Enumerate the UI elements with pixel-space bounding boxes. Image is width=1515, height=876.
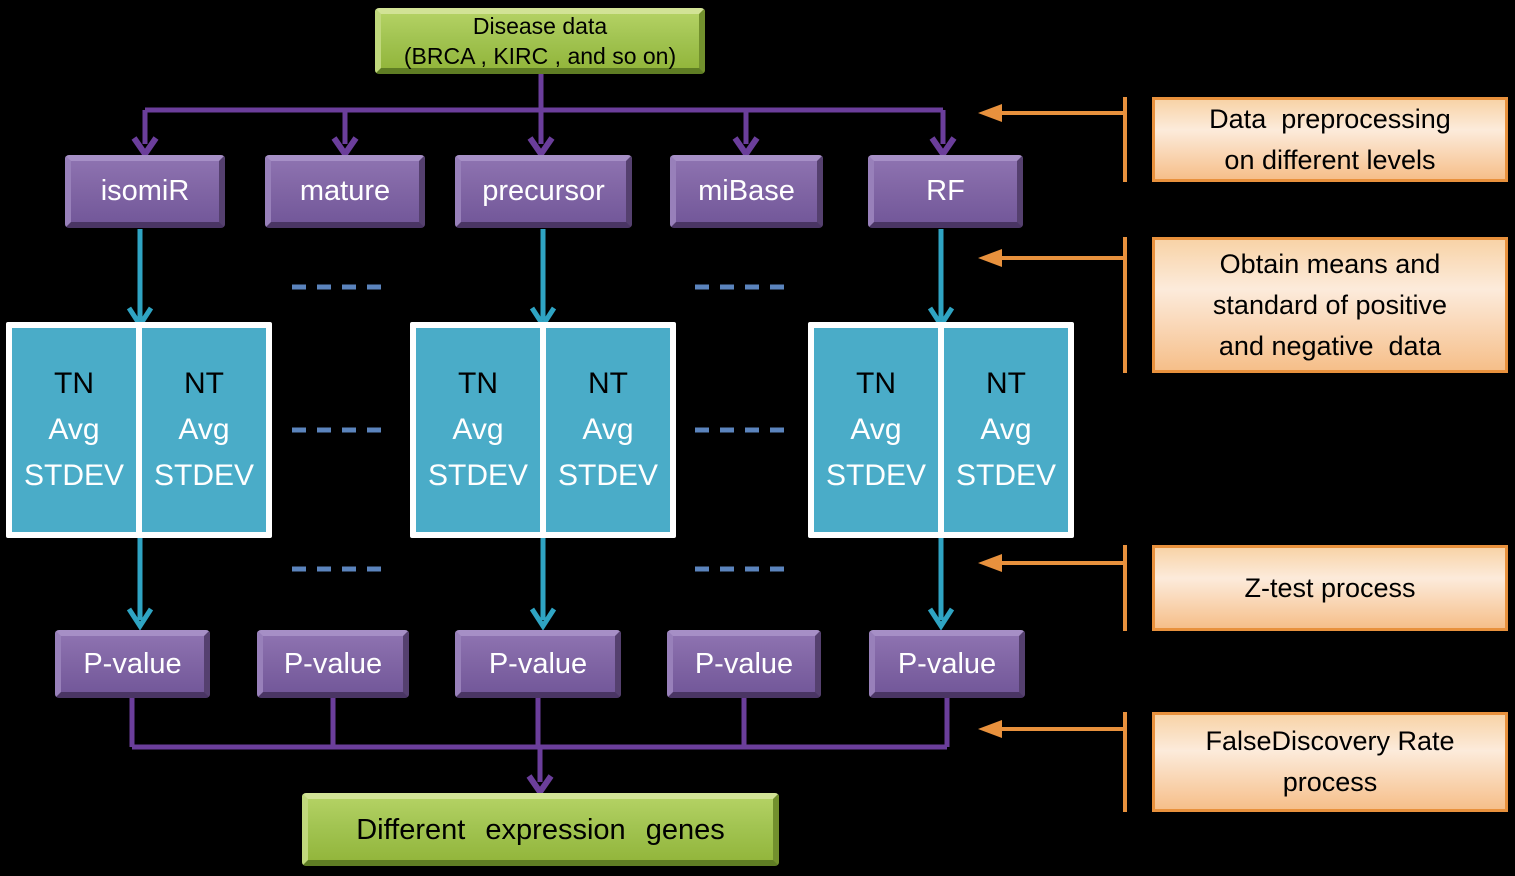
annotation-line: Obtain means and	[1219, 248, 1441, 279]
level-node-label: precursor	[482, 175, 605, 207]
annotation-line: Z-test process	[1244, 572, 1416, 603]
stats-line: Avg	[980, 413, 1032, 446]
result-label: Different expression genes	[356, 813, 725, 846]
stats-cell-nt: NT Avg STDEV	[546, 328, 670, 532]
stats-pair-isomir: TN Avg STDEV NT Avg STDEV	[6, 322, 272, 538]
annotation-ztest: Z-test process	[1152, 545, 1508, 631]
level-node-label: miBase	[698, 175, 795, 207]
pvalue-node-mature: P-value	[257, 630, 409, 698]
level-node-mibase: miBase	[670, 155, 823, 228]
stats-line: Avg	[582, 413, 634, 446]
stats-line: TN	[458, 367, 498, 400]
stats-pair-precursor: TN Avg STDEV NT Avg STDEV	[410, 322, 676, 538]
disease-data-line: Disease data	[472, 13, 608, 39]
bottom-merge-arrowhead	[526, 774, 554, 798]
pvalue-node-rf: P-value	[869, 630, 1025, 698]
annotation-line: on different levels	[1224, 144, 1436, 175]
stats-cell-nt: NT Avg STDEV	[142, 328, 266, 532]
level-node-label: isomiR	[100, 175, 190, 207]
stats-line: STDEV	[23, 459, 125, 492]
annotation-line: process	[1282, 767, 1378, 797]
stats-cell-tn: TN Avg STDEV	[814, 328, 938, 532]
teal-arrows-to-pvalue-heads	[126, 607, 955, 631]
stats-line: STDEV	[557, 459, 659, 492]
pvalue-label: P-value	[283, 647, 383, 680]
annotation-line: standard of positive	[1212, 289, 1448, 320]
stats-cell-nt: NT Avg STDEV	[944, 328, 1068, 532]
result-node: Different expression genes	[302, 793, 779, 866]
stats-pair-rf: TN Avg STDEV NT Avg STDEV	[808, 322, 1074, 538]
annotation-fdr: FalseDiscovery Rate process	[1152, 712, 1508, 812]
pvalue-label: P-value	[83, 647, 182, 680]
stats-line: Avg	[452, 413, 504, 446]
level-node-precursor: precursor	[455, 155, 632, 228]
teal-arrows-to-pvalue-stems	[137, 536, 944, 620]
disease-data-node: Disease data (BRCA , KIRC , and so on)	[375, 8, 705, 74]
stats-line: NT	[588, 367, 628, 400]
pvalue-node-isomir: P-value	[55, 630, 210, 698]
top-branch-connector-line	[142, 74, 946, 144]
stats-line: Avg	[48, 413, 100, 446]
pvalue-node-precursor: P-value	[455, 630, 621, 698]
pvalue-node-mibase: P-value	[667, 630, 821, 698]
annotation-data-preprocessing: Data preprocessing on different levels	[1152, 97, 1508, 182]
level-node-rf: RF	[868, 155, 1023, 228]
stats-line: Avg	[850, 413, 902, 446]
stats-line: Avg	[178, 413, 230, 446]
stats-line: STDEV	[153, 459, 255, 492]
pvalue-label: P-value	[694, 647, 794, 680]
pvalue-label: P-value	[488, 647, 588, 680]
stats-cell-tn: TN Avg STDEV	[12, 328, 136, 532]
level-node-isomir: isomiR	[65, 155, 225, 228]
level-node-mature: mature	[265, 155, 425, 228]
stats-line: NT	[986, 367, 1026, 400]
stats-line: TN	[54, 367, 94, 400]
annotation-line: Data preprocessing	[1209, 103, 1451, 134]
top-branch-arrowheads	[131, 136, 957, 160]
disease-data-line: (BRCA , KIRC , and so on)	[403, 43, 677, 69]
annotation-obtain-means: Obtain means and standard of positive an…	[1152, 237, 1508, 373]
teal-arrows-to-stats-stems	[137, 229, 944, 320]
pvalue-label: P-value	[897, 647, 997, 680]
stats-cell-tn: TN Avg STDEV	[416, 328, 540, 532]
stats-line: STDEV	[427, 459, 529, 492]
stats-line: STDEV	[825, 459, 927, 492]
annotation-line: and negative data	[1218, 330, 1442, 361]
level-node-label: mature	[299, 175, 391, 207]
bottom-merge-connector-line	[129, 698, 950, 782]
stats-line: NT	[184, 367, 224, 400]
level-node-label: RF	[926, 175, 965, 207]
stats-line: TN	[856, 367, 896, 400]
annotation-line: FalseDiscovery Rate	[1205, 726, 1455, 756]
stats-line: STDEV	[955, 459, 1057, 492]
